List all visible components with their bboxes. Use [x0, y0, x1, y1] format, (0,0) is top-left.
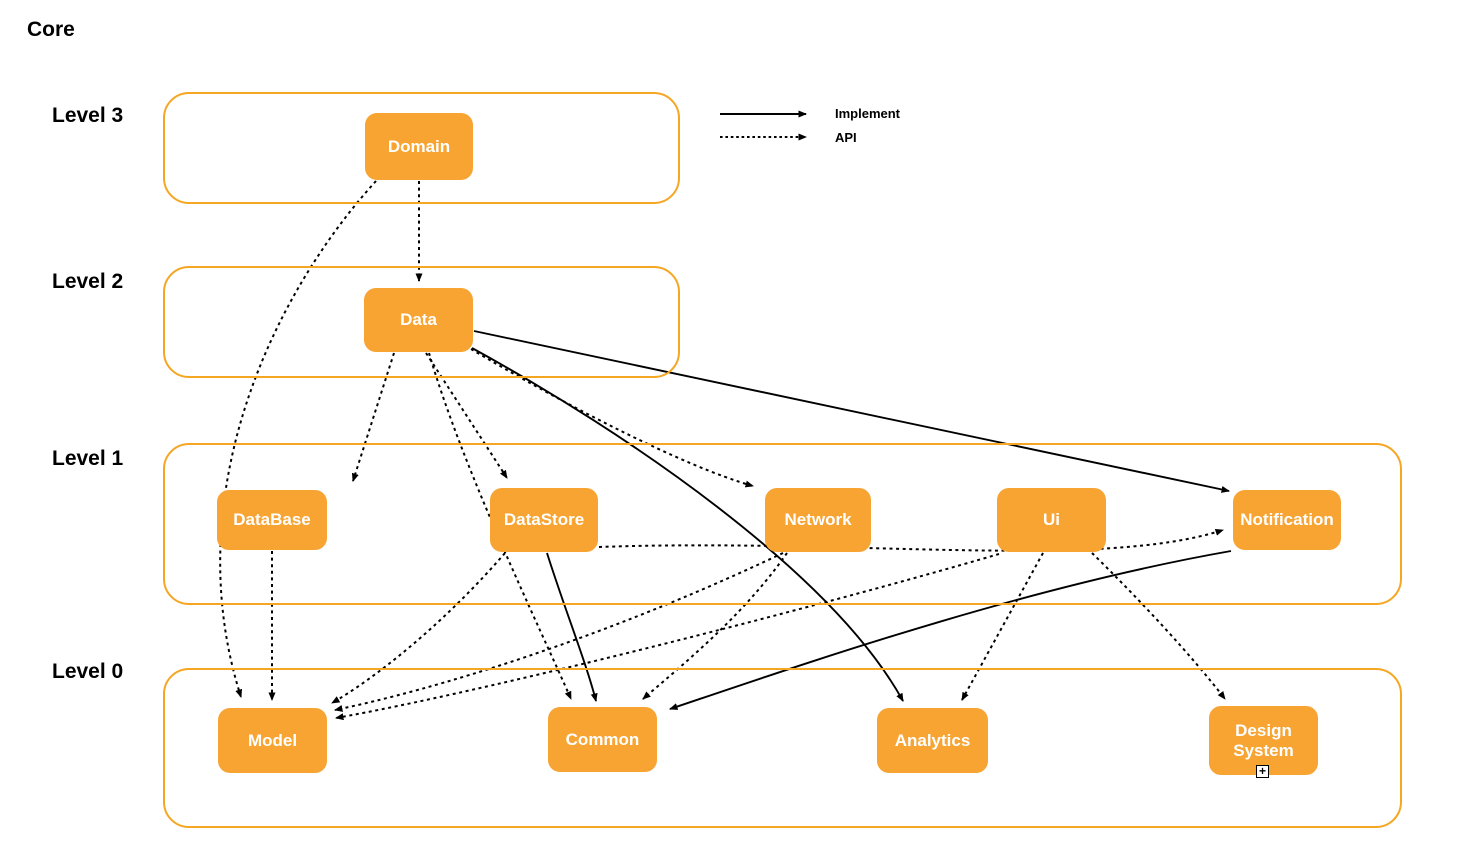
- legend-api-label: API: [835, 130, 857, 145]
- module-analytics[interactable]: Analytics: [877, 708, 988, 773]
- module-model[interactable]: Model: [218, 708, 327, 773]
- module-common[interactable]: Common: [548, 707, 657, 772]
- edge-data-datastore: [425, 352, 508, 479]
- page-title: Core: [27, 18, 75, 41]
- level-3-label: Level 3: [52, 104, 124, 127]
- legend-implement-label: Implement: [835, 106, 901, 121]
- level-1-label: Level 1: [52, 447, 124, 470]
- edge-data-notification: [473, 330, 1230, 493]
- edge-network-common: [642, 552, 788, 700]
- edge-ui-model: [335, 553, 1000, 721]
- level-0-label: Level 0: [52, 660, 124, 683]
- edge-datastore-common: [546, 552, 598, 702]
- level-2-container: [163, 266, 680, 378]
- edge-notification-common: [669, 550, 1232, 710]
- expand-handle-icon[interactable]: +: [1256, 765, 1269, 778]
- module-data[interactable]: Data: [364, 288, 473, 352]
- edge-data-analytics: [471, 347, 904, 702]
- edge-domain-model: [219, 180, 377, 698]
- module-ui[interactable]: Ui: [997, 488, 1106, 552]
- module-notification[interactable]: Notification: [1233, 490, 1341, 550]
- module-database[interactable]: DataBase: [217, 490, 327, 550]
- module-domain[interactable]: Domain: [365, 113, 473, 180]
- level-3-container: [163, 92, 680, 204]
- edge-network-model: [334, 552, 784, 712]
- module-network[interactable]: Network: [765, 488, 871, 552]
- edge-datastore-model: [331, 552, 506, 704]
- edge-data-common: [428, 352, 572, 700]
- module-design-system[interactable]: Design System: [1209, 706, 1318, 775]
- edge-ui-analytics: [961, 552, 1044, 701]
- edge-data-network: [470, 348, 754, 488]
- level-2-label: Level 2: [52, 270, 124, 293]
- module-datastore[interactable]: DataStore: [490, 488, 598, 552]
- level-0-container: [163, 668, 1402, 828]
- edge-data-database: [351, 352, 395, 482]
- edge-datastore-notification: [598, 528, 1224, 552]
- level-1-container: [163, 443, 1402, 605]
